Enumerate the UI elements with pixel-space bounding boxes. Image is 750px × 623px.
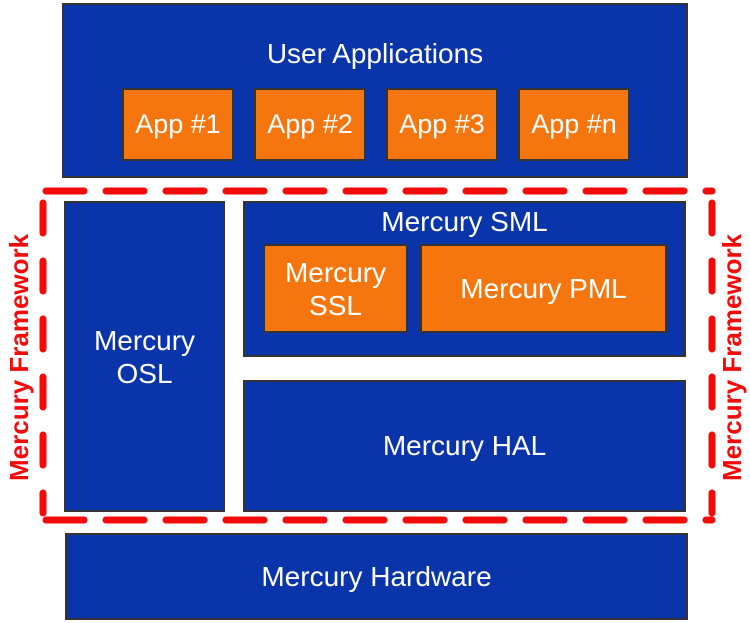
mercury-hardware-label: Mercury Hardware xyxy=(261,560,492,592)
mercury-sml-label: Mercury SML xyxy=(381,206,548,237)
app-2-box: App #2 xyxy=(254,88,366,161)
app-1-box: App #1 xyxy=(122,88,234,161)
mercury-osl-label-line2: OSL xyxy=(116,357,173,389)
app-3-box: App #3 xyxy=(386,88,498,161)
mercury-ssl-box: Mercury SSL xyxy=(263,244,408,333)
mercury-ssl-label-line2: SSL xyxy=(309,289,362,321)
mercury-pml-label: Mercury PML xyxy=(460,272,627,304)
user-applications-title: User Applications xyxy=(266,38,484,69)
framework-label-left: Mercury Framework xyxy=(4,233,34,481)
user-applications-box: User Applications App #1 App #2 App #3 A… xyxy=(62,3,688,178)
app-n-box: App #n xyxy=(518,88,630,161)
mercury-hardware-box: Mercury Hardware xyxy=(65,533,688,620)
mercury-osl-box: Mercury OSL xyxy=(64,201,225,512)
mercury-hal-label: Mercury HAL xyxy=(382,430,547,461)
framework-label-right: Mercury Framework xyxy=(717,233,747,481)
mercury-osl-label-line1: Mercury xyxy=(93,324,196,356)
mercury-ssl-label-line1: Mercury xyxy=(284,256,387,288)
mercury-hal-box: Mercury HAL xyxy=(243,380,686,512)
mercury-pml-box: Mercury PML xyxy=(420,244,667,333)
mercury-osl-label: Mercury OSL xyxy=(94,324,195,390)
mercury-sml-box: Mercury SML Mercury SSL Mercury PML xyxy=(243,201,686,357)
apps-row: App #1 App #2 App #3 App #n xyxy=(122,88,630,161)
mercury-ssl-label: Mercury SSL xyxy=(285,256,386,322)
